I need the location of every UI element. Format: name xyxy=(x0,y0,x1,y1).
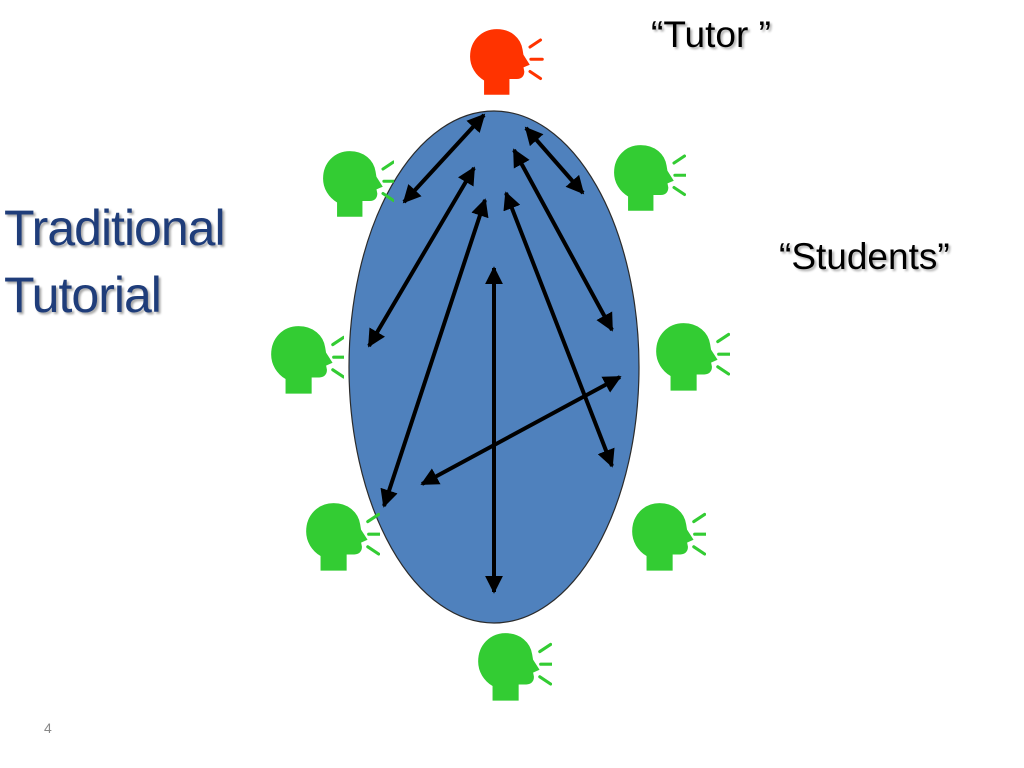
arrow xyxy=(420,375,622,486)
student-head-icon xyxy=(269,324,344,395)
slide-title-line-2: Tutorial xyxy=(4,267,162,323)
tutor-label: “Tutor ” xyxy=(651,14,771,55)
slide-number: 4 xyxy=(44,720,52,736)
arrow xyxy=(380,198,489,508)
student-head-icon xyxy=(304,501,380,572)
slide-title-line-1: Traditional xyxy=(4,200,226,256)
tutor-icon xyxy=(468,27,544,96)
interaction-arrows xyxy=(367,113,622,594)
student-head-icon xyxy=(654,321,730,392)
student-head-icon xyxy=(476,631,552,702)
students-label: “Students” xyxy=(779,236,950,277)
student-head-icon xyxy=(612,143,686,212)
student-head-icon xyxy=(630,501,706,572)
